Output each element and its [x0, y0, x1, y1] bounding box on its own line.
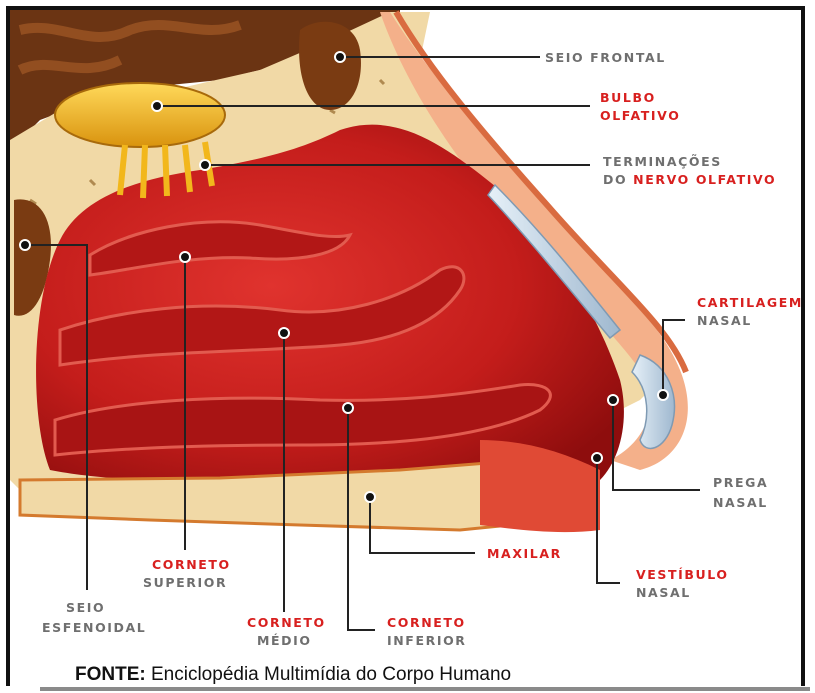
- source-text: Enciclopédia Multimídia do Corpo Humano: [146, 664, 511, 685]
- label-cartilagem-line2: NASAL: [697, 312, 752, 329]
- label-seio-esfenoidal-line2: ESFENOIDAL: [42, 619, 146, 636]
- source-prefix: FONTE:: [75, 664, 146, 685]
- label-terminacoes-prefix: DO: [603, 172, 627, 187]
- bottom-rule: [40, 687, 810, 691]
- label-seio-frontal: SEIO FRONTAL: [545, 49, 666, 66]
- label-prega-line2: NASAL: [713, 494, 768, 511]
- label-corneto-inferior-line2: INFERIOR: [387, 632, 467, 649]
- label-corneto-medio-line1: CORNETO: [247, 614, 326, 631]
- label-terminacoes-line2: DO NERVO OLFATIVO: [603, 171, 776, 188]
- label-vestibulo-line1: VESTÍBULO: [636, 566, 729, 583]
- label-corneto-superior-line1: CORNETO: [152, 556, 231, 573]
- label-corneto-medio-line2: MÉDIO: [257, 632, 312, 649]
- label-corneto-inferior-line1: CORNETO: [387, 614, 466, 631]
- label-cartilagem-line1: CARTILAGEM: [697, 294, 803, 311]
- label-terminacoes-line1: TERMINAÇÕES: [603, 153, 722, 170]
- label-maxilar: MAXILAR: [487, 545, 562, 562]
- source-caption: FONTE: Enciclopédia Multimídia do Corpo …: [75, 664, 511, 686]
- label-bulbo-olfativo-line1: BULBO: [600, 89, 656, 106]
- label-bulbo-olfativo-line2: OLFATIVO: [600, 107, 680, 124]
- label-corneto-superior-line2: SUPERIOR: [143, 574, 227, 591]
- olfactory-bulb: [55, 83, 225, 147]
- label-vestibulo-line2: NASAL: [636, 584, 691, 601]
- label-prega-line1: PREGA: [713, 474, 768, 491]
- label-seio-esfenoidal-line1: SEIO: [66, 599, 105, 616]
- label-nervo-olfativo: NERVO OLFATIVO: [633, 172, 776, 187]
